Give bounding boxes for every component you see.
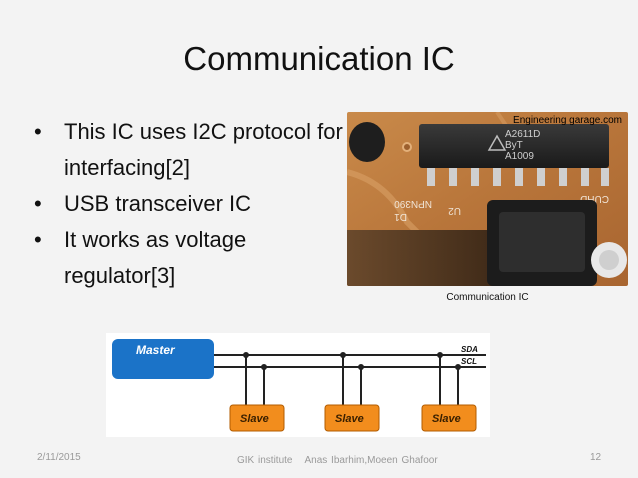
bullet-item: It works as voltage regulator[3] xyxy=(34,222,354,294)
pcb-silkscreen: U2 xyxy=(448,205,461,216)
footer-center: GIK institute Anas Ibarhim,Moeen Ghafoor xyxy=(237,455,438,466)
bullet-item: This IC uses I2C protocol for interfacin… xyxy=(34,114,354,186)
footer-date: 2/11/2015 xyxy=(37,452,81,463)
bullet-item: USB transceiver IC xyxy=(34,186,354,222)
pcb-silkscreen: CUHD xyxy=(580,193,609,204)
footer-institute: GIK institute xyxy=(237,455,293,466)
master-label: Master xyxy=(136,343,176,357)
master-box xyxy=(112,339,214,379)
pcb-illustration: A2611D ByT A1009 NPN390 U2 D1 CUHD xyxy=(347,112,628,286)
bullet-list: This IC uses I2C protocol for interfacin… xyxy=(34,114,354,294)
metal-plate xyxy=(347,230,497,286)
chip-marking: A2611D xyxy=(505,129,540,140)
i2c-bus-diagram: Master SDA SCL Slave xyxy=(106,333,490,437)
pcb-silkscreen: D1 xyxy=(394,211,407,222)
chip-marking: A1009 xyxy=(505,151,534,162)
photo-watermark: Engineering garage.com xyxy=(513,115,622,126)
slave-label: Slave xyxy=(240,413,269,425)
pcb-silkscreen: NPN390 xyxy=(394,198,432,209)
scl-label: SCL xyxy=(461,357,477,366)
footer-authors: Anas Ibarhim,Moeen Ghafoor xyxy=(304,455,438,466)
transistor xyxy=(349,122,385,162)
sda-label: SDA xyxy=(461,345,478,354)
slave-label: Slave xyxy=(335,413,364,425)
slave-label: Slave xyxy=(432,413,461,425)
slave-box xyxy=(324,404,380,432)
chip-pins xyxy=(427,168,609,186)
page-number: 12 xyxy=(590,452,602,463)
ic-chip xyxy=(419,124,609,168)
slave-box xyxy=(421,404,477,432)
chip-marking: ByT xyxy=(505,140,523,151)
slave-box xyxy=(229,404,285,432)
slide-title: Communication IC xyxy=(183,40,455,77)
photo-caption: Communication IC xyxy=(446,292,529,303)
ic-photo: A2611D ByT A1009 NPN390 U2 D1 CUHD Engin… xyxy=(347,112,628,286)
